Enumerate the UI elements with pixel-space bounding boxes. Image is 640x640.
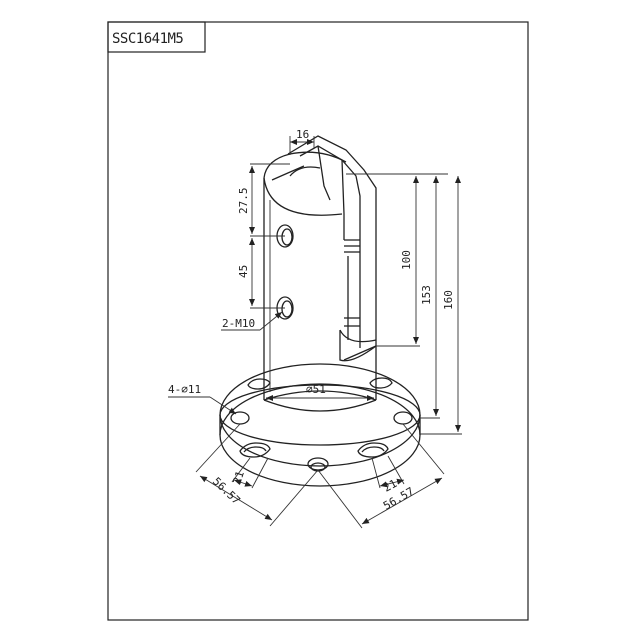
dim-slot-width: 16 (289, 128, 315, 155)
sheet-border (107, 21, 529, 621)
dim-bolt-callout: 2-M10 (221, 311, 283, 331)
post-bolt-holes (276, 224, 294, 320)
dim-16-label: 16 (296, 128, 309, 141)
title-box (107, 21, 206, 53)
dim-21-left-label: 21 (230, 469, 246, 486)
dim-153-label: 153 (420, 285, 433, 305)
bolt-holes-label: 2-M10 (222, 317, 255, 330)
dim-base-holes: 4-⌀11 (168, 383, 237, 415)
dim-left-chain: 27.5 45 (237, 163, 290, 309)
base-holes-label: 4-⌀11 (168, 383, 201, 396)
dim-45-label: 45 (237, 265, 250, 278)
dim-right-heights: 100 153 160 (346, 173, 462, 435)
dim-100-label: 100 (400, 250, 413, 270)
dim-post-diameter: ⌀51 (266, 383, 374, 401)
glass-slot (287, 135, 377, 362)
dim-27-5-label: 27.5 (237, 188, 250, 215)
dim-160-label: 160 (442, 290, 455, 310)
dim-21-right-label: 21 (381, 477, 399, 495)
dim-diameter-label: ⌀51 (306, 383, 326, 396)
drawing-code: SSC1641M5 (112, 31, 183, 47)
